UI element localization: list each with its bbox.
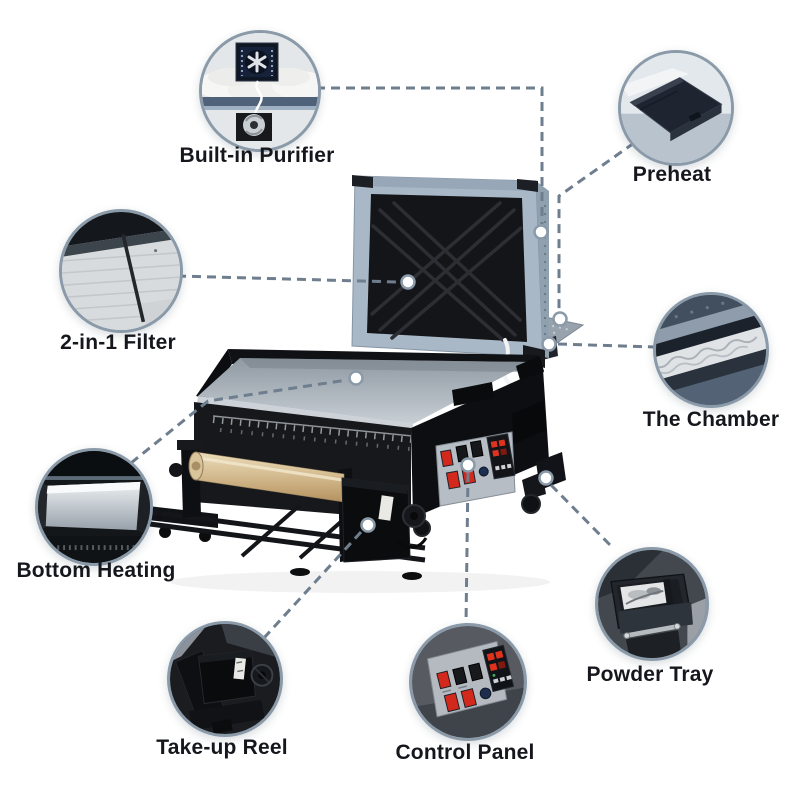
machine-take-up-assembly bbox=[148, 440, 428, 580]
machine-lid bbox=[351, 175, 549, 368]
anchor-bottom-heating bbox=[348, 370, 364, 386]
anchor-take-up-reel bbox=[360, 517, 376, 533]
preheat-callout-circle bbox=[618, 50, 734, 166]
machine-control-panel bbox=[435, 431, 516, 507]
lid-x-pattern bbox=[370, 201, 523, 342]
filter-callout-circle bbox=[59, 209, 183, 333]
connector-purifier bbox=[316, 86, 544, 224]
heating-plate-photo bbox=[38, 451, 150, 563]
chamber-label: The Chamber bbox=[642, 408, 780, 431]
control-panel-label: Control Panel bbox=[395, 741, 535, 764]
purifier-callout-circle bbox=[199, 30, 321, 152]
bottom-heating-callout-circle bbox=[35, 448, 153, 566]
connector-preheat bbox=[557, 141, 635, 311]
machine-base bbox=[194, 349, 566, 537]
anchor-preheat bbox=[552, 311, 568, 327]
preheat-plate-photo bbox=[621, 53, 731, 163]
take-up-motor bbox=[341, 477, 428, 563]
filter-panels-photo bbox=[62, 212, 180, 330]
anchor-purifier bbox=[533, 224, 549, 240]
purifier-label: Built-in Purifier bbox=[179, 144, 335, 167]
take-up-reel-callout-circle bbox=[167, 621, 283, 737]
filter-label: 2-in-1 Filter bbox=[60, 331, 176, 354]
switch-panel-photo bbox=[412, 626, 524, 738]
powder-tray-callout-circle bbox=[595, 547, 709, 661]
preheat-label: Preheat bbox=[632, 163, 712, 186]
floor-shadow bbox=[170, 571, 550, 593]
connector-take-up-reel bbox=[261, 530, 363, 641]
take-up-reel-label: Take-up Reel bbox=[156, 736, 288, 759]
powder-tray-label: Powder Tray bbox=[586, 663, 714, 686]
anchor-dots bbox=[348, 224, 568, 533]
connector-lines bbox=[130, 86, 655, 641]
connector-control-panel bbox=[464, 472, 470, 625]
connector-filter bbox=[176, 274, 399, 284]
take-up-motor-photo bbox=[170, 624, 280, 734]
powder-tray-photo bbox=[598, 550, 706, 658]
purifier-fan-photo bbox=[202, 33, 318, 149]
chamber-interior-photo bbox=[656, 295, 766, 405]
anchor-powder-tray bbox=[538, 470, 554, 486]
bottom-heating-label: Bottom Heating bbox=[16, 559, 176, 582]
connector-powder-tray bbox=[549, 483, 615, 550]
anchor-chamber bbox=[541, 336, 557, 352]
anchor-control-panel bbox=[460, 457, 476, 473]
chamber-callout-circle bbox=[653, 292, 769, 408]
connector-bottom-heating bbox=[130, 378, 348, 465]
anchor-filter bbox=[400, 274, 416, 290]
connector-chamber bbox=[557, 342, 655, 349]
control-panel-callout-circle bbox=[409, 623, 527, 741]
